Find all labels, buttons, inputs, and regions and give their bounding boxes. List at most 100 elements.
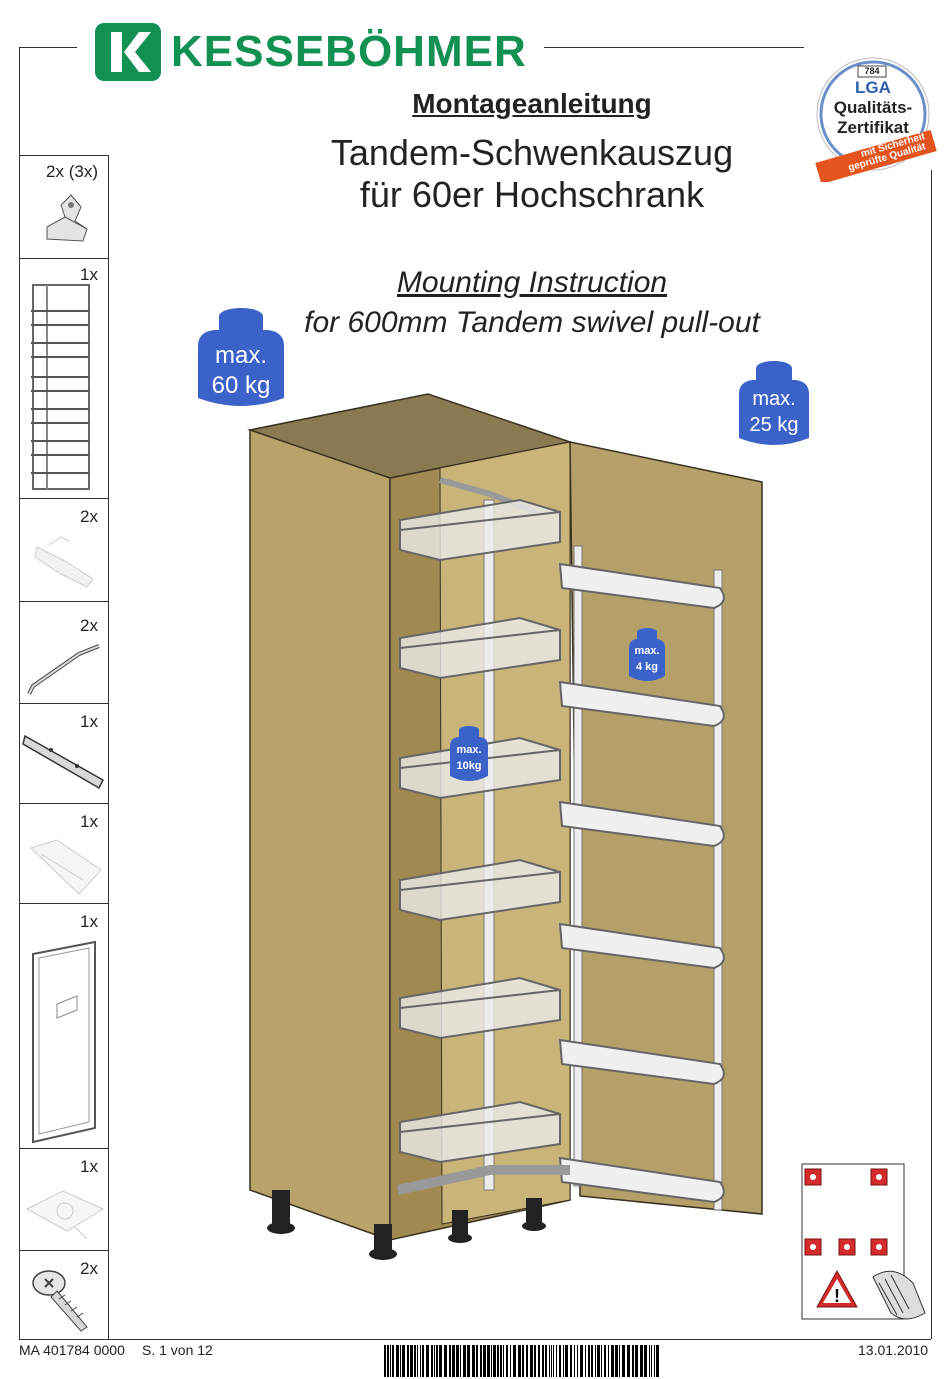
barcode-bar: [460, 1345, 461, 1377]
barcode-bar: [522, 1345, 524, 1377]
barcode-bar: [601, 1345, 602, 1377]
title-de-line1: Tandem-Schwenkauszug: [330, 132, 734, 173]
bracket-icon: [46, 194, 88, 242]
brand-logo: KESSEBÖHMER: [95, 22, 527, 82]
barcode-bar: [396, 1345, 399, 1377]
cert-line1: Qualitäts-: [833, 98, 913, 117]
barcode-bar: [400, 1345, 401, 1377]
barcode-bar: [384, 1345, 386, 1377]
basket-shelf: [399, 498, 561, 562]
barcode-bar: [559, 1345, 561, 1377]
barcode-bar: [551, 1345, 552, 1377]
part-qty: 2x: [80, 507, 98, 526]
title-en-line1: for 600mm Tandem swivel pull-out: [304, 306, 760, 339]
barcode-bar: [538, 1345, 540, 1377]
barcode-bar: [487, 1345, 490, 1377]
barcode-bar: [565, 1345, 568, 1377]
barcode-bar: [574, 1345, 575, 1377]
barcode-bar: [417, 1345, 418, 1377]
barcode-bar: [497, 1345, 499, 1377]
barcode-bar: [563, 1345, 564, 1377]
weight-badge-door-shelf: max. 4 kg: [627, 626, 667, 684]
barcode-bar: [456, 1345, 459, 1377]
barcode-bar: [410, 1345, 413, 1377]
barcode-bar: [577, 1345, 578, 1377]
barcode-bar: [635, 1345, 638, 1377]
barcode-bar: [604, 1345, 606, 1377]
basket-shelf: [399, 1100, 561, 1164]
footer-rule: [19, 1339, 931, 1340]
weight-label: max.: [634, 645, 660, 657]
door-frame-icon: [32, 940, 96, 1144]
weight-label: max.: [752, 388, 796, 410]
footer-date: 13.01.2010: [858, 1342, 929, 1358]
barcode-bar: [387, 1345, 389, 1377]
barcode-bar: [622, 1345, 625, 1377]
k-logo-icon: [95, 23, 161, 81]
barcode-bar: [651, 1345, 652, 1377]
title-de-heading: Montageanleitung: [412, 88, 652, 119]
barcode-bar: [431, 1345, 433, 1377]
barcode-bar: [611, 1345, 614, 1377]
plate-icon: [30, 839, 102, 895]
parts-cell: 1x: [19, 803, 108, 904]
part-qty: 1x: [80, 712, 98, 731]
parts-column-border-left: [19, 47, 20, 1339]
door-basket: [558, 562, 725, 610]
weight-value: 25 kg: [749, 414, 799, 436]
part-qty: 2x (3x): [46, 162, 98, 181]
barcode-bar: [553, 1345, 554, 1377]
barcode-bar: [542, 1345, 544, 1377]
weight-badge-cabinet: max. 60 kg: [194, 302, 288, 412]
barcode-bar: [467, 1345, 470, 1377]
title-de-line2: für 60er Hochschrank: [359, 174, 705, 215]
barcode-bar: [640, 1345, 643, 1377]
barcode-bar: [595, 1345, 596, 1377]
frame-icon: [31, 284, 90, 490]
barcode-bar: [402, 1345, 405, 1377]
barcode-bar: [407, 1345, 409, 1377]
footer-doc-number: MA 401784 0000: [19, 1342, 125, 1358]
barcode-bar: [422, 1345, 424, 1377]
cert-line2: Zertifikat: [837, 118, 909, 137]
parts-cell: 1x: [19, 703, 108, 804]
svg-text:!: !: [834, 1286, 840, 1306]
barcode-bar: [570, 1345, 572, 1377]
clip-icon: [34, 536, 94, 588]
cert-number: 784: [864, 66, 880, 76]
door-basket: [558, 922, 725, 970]
barcode-bar: [434, 1345, 435, 1377]
door-basket: [558, 1156, 725, 1204]
barcode-bar: [654, 1345, 655, 1377]
parts-cell: 1x: [19, 903, 108, 1149]
barcode-bar: [608, 1345, 609, 1377]
barcode-icon: [384, 1345, 659, 1377]
barcode-bar: [588, 1345, 590, 1377]
parts-column-border-right: [108, 155, 109, 1339]
barcode-bar: [436, 1345, 438, 1377]
barcode-bar: [534, 1345, 536, 1377]
part-qty: 1x: [80, 912, 98, 931]
barcode-bar: [472, 1345, 475, 1377]
barcode-bar: [510, 1345, 511, 1377]
footer-page: S. 1 von 12: [142, 1342, 213, 1358]
parts-cell: 2x: [19, 498, 108, 602]
part-qty: 1x: [80, 812, 98, 831]
barcode-bar: [656, 1345, 659, 1377]
weight-label: max.: [456, 744, 482, 756]
weight-value: 4 kg: [635, 661, 658, 673]
barcode-bar: [483, 1345, 486, 1377]
barcode-bar: [545, 1345, 547, 1377]
barcode-bar: [591, 1345, 593, 1377]
barcode-bar: [556, 1345, 557, 1377]
door-basket: [558, 1038, 725, 1086]
lga-certificate-seal: 784 LGA Qualitäts- Zertifikat mit Sicher…: [808, 52, 938, 185]
barcode-bar: [627, 1345, 630, 1377]
barcode-bar: [597, 1345, 600, 1377]
parts-cell: 1x: [19, 258, 108, 499]
barcode-bar: [506, 1345, 508, 1377]
barcode-bar: [480, 1345, 482, 1377]
barcode-bar: [420, 1345, 421, 1377]
door-basket: [558, 800, 725, 848]
rod-icon: [27, 644, 100, 695]
